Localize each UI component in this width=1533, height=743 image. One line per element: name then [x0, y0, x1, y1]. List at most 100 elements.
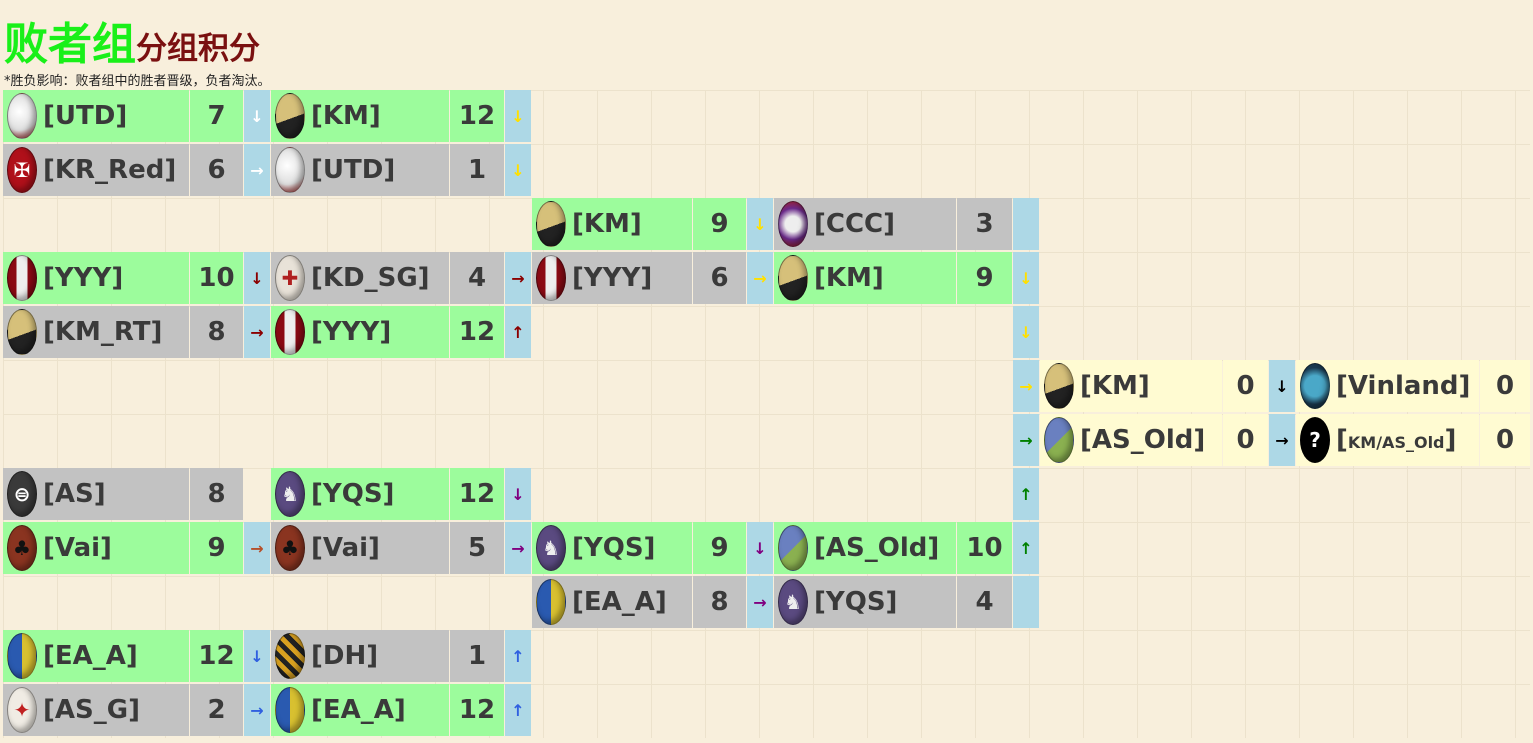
- utd-shield-icon: [275, 147, 305, 193]
- match-r5-team[interactable]: [AS_Old]: [1040, 414, 1222, 466]
- team-name: [YYY]: [572, 263, 653, 293]
- match-r1-team[interactable]: [YYY]: [3, 252, 189, 304]
- match-r4-team[interactable]: ♞ [YQS]: [774, 576, 956, 628]
- team-score: 12: [450, 684, 504, 736]
- team-score: 10: [190, 252, 243, 304]
- yqs-shield-icon: ♞: [778, 579, 808, 625]
- team-score: 12: [190, 630, 243, 682]
- vai-shield-icon: ♣: [7, 525, 37, 571]
- team-score: 0: [1480, 360, 1530, 412]
- match-r1-team[interactable]: ♣ [Vai]: [3, 522, 189, 574]
- as-old-shield-icon: [1044, 417, 1074, 463]
- team-score: 9: [693, 198, 746, 250]
- connector: [1013, 576, 1039, 628]
- km-shield-icon: [7, 309, 37, 355]
- connector-arrow: ↓: [1013, 306, 1039, 358]
- bracket-grid: [UTD] 7 ↓ ✠ [KR_Red] 6 → [YYY] 10 ↓ [KM_…: [3, 90, 1530, 738]
- match-r1-team[interactable]: ⊜ [AS]: [3, 468, 189, 520]
- team-name: [YQS]: [572, 533, 656, 563]
- team-name: [EA_A]: [43, 641, 138, 671]
- team-name: [UTD]: [311, 155, 396, 185]
- team-name: [KM]: [1080, 371, 1150, 401]
- team-score: 9: [957, 252, 1012, 304]
- match-r1-team[interactable]: ✠ [KR_Red]: [3, 144, 189, 196]
- team-name: [KD_SG]: [311, 263, 430, 293]
- match-r2-team[interactable]: ✚ [KD_SG]: [271, 252, 449, 304]
- match-r2-team[interactable]: ♣ [Vai]: [271, 522, 449, 574]
- as-g-shield-icon: ✦: [7, 687, 37, 733]
- match-r1-team[interactable]: [UTD]: [3, 90, 189, 142]
- match-r6-team[interactable]: [Vinland]: [1296, 360, 1479, 412]
- match-r1-team[interactable]: [EA_A]: [3, 630, 189, 682]
- team-score: 12: [450, 306, 504, 358]
- team-name-small: KM/AS_Old: [1347, 433, 1445, 452]
- team-score: 9: [190, 522, 243, 574]
- match-r2-team[interactable]: [KM]: [271, 90, 449, 142]
- team-name: [KM]: [572, 209, 642, 239]
- team-name: [Vai]: [311, 533, 380, 563]
- advance-arrow: →: [244, 522, 270, 574]
- team-name: [UTD]: [43, 101, 128, 131]
- team-score: 1: [450, 630, 504, 682]
- km-shield-icon: [1044, 363, 1074, 409]
- yyy-shield-icon: [275, 309, 305, 355]
- ccc-shield-icon: [778, 201, 808, 247]
- match-r4-team[interactable]: [AS_Old]: [774, 522, 956, 574]
- team-name: [AS_Old]: [814, 533, 940, 563]
- team-name: [KM]: [814, 263, 884, 293]
- match-r2-team[interactable]: [DH]: [271, 630, 449, 682]
- team-name: [KM/AS_Old]: [1336, 425, 1456, 455]
- match-r2-team[interactable]: [YYY]: [271, 306, 449, 358]
- advance-arrow: ↓: [747, 522, 773, 574]
- as-old-shield-icon: [778, 525, 808, 571]
- advance-arrow: ↓: [244, 630, 270, 682]
- rule-note: *胜负影响：败者组中的胜者晋级，负者淘汰。: [4, 74, 271, 89]
- team-score: 12: [450, 90, 504, 142]
- team-score: 9: [693, 522, 746, 574]
- unknown-shield-icon: ?: [1300, 417, 1330, 463]
- match-r1-team[interactable]: ✦ [AS_G]: [3, 684, 189, 736]
- match-r2-team[interactable]: [UTD]: [271, 144, 449, 196]
- match-r3-team[interactable]: [KM]: [532, 198, 692, 250]
- match-r4-team[interactable]: [CCC]: [774, 198, 956, 250]
- utd-shield-icon: [7, 93, 37, 139]
- team-score: 5: [450, 522, 504, 574]
- match-r4-team[interactable]: [KM]: [774, 252, 956, 304]
- advance-arrow: →: [244, 684, 270, 736]
- advance-arrow: →: [747, 252, 773, 304]
- team-name-close: ]: [1444, 425, 1457, 455]
- km-shield-icon: [536, 201, 566, 247]
- connector: [1013, 198, 1039, 250]
- team-score: 0: [1480, 414, 1530, 466]
- title-main: 败者组: [4, 19, 136, 70]
- advance-arrow: ↓: [505, 90, 531, 142]
- match-r1-team[interactable]: [KM_RT]: [3, 306, 189, 358]
- team-score: 8: [693, 576, 746, 628]
- team-name: [Vinland]: [1336, 371, 1471, 401]
- team-name: [KM_RT]: [43, 317, 163, 347]
- entry-arrow: →: [1013, 414, 1039, 466]
- match-r3-team[interactable]: [EA_A]: [532, 576, 692, 628]
- advance-arrow: ↑: [505, 684, 531, 736]
- yyy-shield-icon: [536, 255, 566, 301]
- advance-arrow: →: [244, 144, 270, 196]
- advance-arrow: ↓: [747, 198, 773, 250]
- match-r3-team[interactable]: ♞ [YQS]: [532, 522, 692, 574]
- match-r2-team[interactable]: [EA_A]: [271, 684, 449, 736]
- team-score: 0: [1223, 360, 1268, 412]
- connector-arrow: ↑: [1013, 468, 1039, 520]
- yyy-shield-icon: [7, 255, 37, 301]
- kd-sg-shield-icon: ✚: [275, 255, 305, 301]
- team-score: 6: [693, 252, 746, 304]
- match-r2-team[interactable]: ♞ [YQS]: [271, 468, 449, 520]
- yqs-shield-icon: ♞: [275, 471, 305, 517]
- match-r5-team[interactable]: [KM]: [1040, 360, 1222, 412]
- team-name: [YYY]: [311, 317, 392, 347]
- team-name: [KM]: [311, 101, 381, 131]
- team-score: 2: [190, 684, 243, 736]
- match-r3-team[interactable]: [YYY]: [532, 252, 692, 304]
- team-name-open: [: [1336, 425, 1348, 455]
- match-r6-team[interactable]: ? [KM/AS_Old]: [1296, 414, 1479, 466]
- team-name: [AS]: [43, 479, 106, 509]
- title-sub: 分组积分: [136, 31, 260, 67]
